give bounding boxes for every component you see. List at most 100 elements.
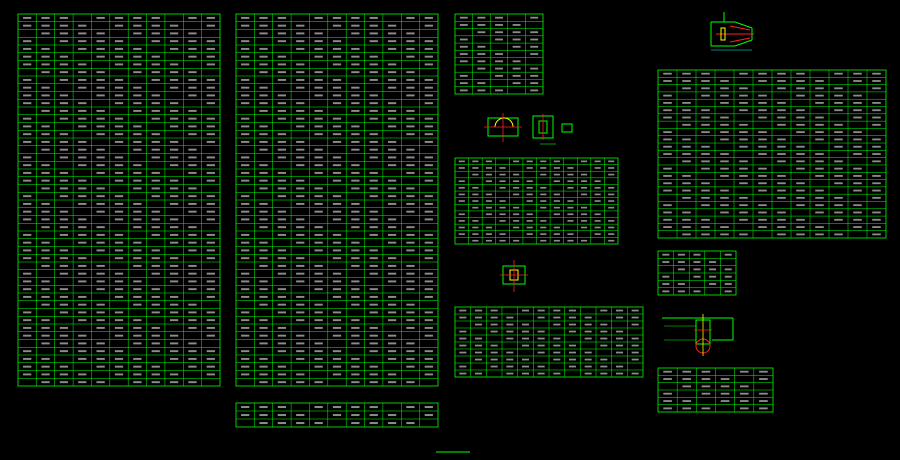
cell-text-mark: [277, 406, 287, 409]
cell-text-mark: [387, 195, 397, 198]
cell-text-mark: [485, 226, 493, 229]
cell-text-mark: [96, 311, 105, 314]
cell-text-mark: [169, 156, 179, 159]
cell-text-mark: [758, 182, 767, 185]
cell-text-mark: [758, 72, 767, 75]
cell-text-mark: [206, 202, 215, 205]
cell-text-mark: [477, 67, 486, 70]
cell-text-mark: [206, 311, 215, 314]
cell-text-mark: [151, 32, 160, 35]
cell-text-mark: [739, 385, 749, 388]
cell-text-mark: [580, 239, 588, 242]
cell-text-mark: [424, 218, 433, 221]
cell-text-mark: [424, 288, 433, 291]
cell-text-mark: [553, 180, 560, 183]
cell-text-mark: [78, 233, 87, 236]
cell-text-mark: [631, 309, 639, 312]
cell-text-mark: [23, 334, 32, 337]
cell-text-mark: [332, 350, 342, 353]
cell-text-mark: [23, 24, 32, 27]
cell-text-mark: [259, 24, 268, 27]
cell-text-mark: [853, 211, 862, 214]
cell-text-mark: [206, 24, 215, 27]
cell-text-mark: [477, 31, 486, 34]
cell-text-mark: [151, 55, 160, 58]
cell-text-mark: [387, 109, 397, 112]
cell-text-mark: [314, 233, 323, 236]
cell-text-mark: [259, 63, 268, 66]
cell-text-mark: [701, 226, 710, 228]
cell-text-mark: [296, 264, 305, 267]
cell-text-mark: [23, 233, 32, 236]
cell-text-mark: [314, 32, 323, 35]
cell-text-mark: [387, 414, 397, 417]
cell-text-mark: [530, 67, 539, 70]
cell-text-mark: [96, 280, 105, 283]
cell-text-mark: [537, 351, 545, 354]
cell-text-mark: [424, 241, 433, 244]
cell-text-mark: [615, 351, 624, 354]
cell-text-mark: [853, 138, 862, 141]
cell-text-mark: [259, 125, 268, 128]
cell-text-mark: [59, 342, 69, 345]
cell-text-mark: [351, 249, 360, 252]
cell-text-mark: [796, 87, 805, 90]
cell-text-mark: [114, 241, 124, 244]
cell-text-mark: [206, 171, 215, 174]
cell-text-mark: [834, 123, 843, 126]
cell-text-mark: [78, 350, 87, 353]
cell-text-mark: [351, 24, 360, 27]
cell-text-mark: [314, 55, 323, 58]
cell-text-mark: [96, 288, 105, 291]
cell-text-mark: [458, 200, 465, 202]
cell-text-mark: [872, 72, 881, 75]
cell-text-mark: [332, 133, 342, 136]
cell-text-mark: [151, 272, 160, 275]
cell-text-mark: [114, 257, 124, 260]
cell-text-mark: [512, 24, 521, 26]
cell-text-mark: [758, 94, 767, 97]
cell-text-mark: [662, 261, 670, 263]
cell-text-mark: [600, 330, 608, 333]
cell-text-mark: [424, 414, 433, 417]
cell-text-mark: [406, 86, 415, 89]
cell-text-mark: [424, 249, 433, 252]
cell-text-mark: [663, 109, 672, 112]
cell-text-mark: [259, 55, 268, 58]
cell-text-mark: [720, 378, 730, 380]
cell-text-mark: [369, 148, 378, 151]
cell-text-mark: [584, 358, 592, 361]
cell-text-mark: [151, 311, 160, 314]
cell-text-mark: [169, 202, 179, 205]
cell-text-mark: [241, 280, 250, 283]
cell-text-mark: [133, 210, 142, 213]
cell-text-mark: [206, 125, 215, 128]
cell-text-mark: [387, 24, 397, 27]
cell-text-mark: [151, 365, 160, 368]
cell-text-mark: [495, 89, 503, 92]
cell-text-mark: [759, 392, 768, 395]
cell-text-mark: [458, 193, 465, 196]
cell-text-mark: [796, 204, 805, 207]
cell-text-mark: [314, 71, 323, 74]
cell-text-mark: [351, 47, 360, 50]
cell-text-mark: [594, 200, 601, 202]
cell-text-mark: [553, 213, 560, 216]
cell-text-mark: [406, 357, 415, 360]
cell-text-mark: [682, 80, 691, 82]
cell-text-mark: [553, 167, 560, 169]
cell-text-mark: [553, 372, 561, 375]
cell-text-mark: [114, 55, 124, 58]
cell-text-mark: [59, 257, 69, 260]
cell-text-mark: [720, 385, 730, 388]
cell-text-mark: [41, 202, 50, 205]
cell-text-mark: [815, 189, 824, 192]
cell-text-mark: [41, 71, 50, 74]
cell-text-mark: [41, 179, 50, 182]
cell-text-mark: [796, 167, 805, 170]
cell-text-mark: [701, 218, 710, 221]
cell-text-mark: [188, 264, 197, 267]
cell-text-mark: [59, 40, 69, 43]
cell-text-mark: [23, 195, 32, 198]
cell-text-mark: [424, 55, 433, 58]
